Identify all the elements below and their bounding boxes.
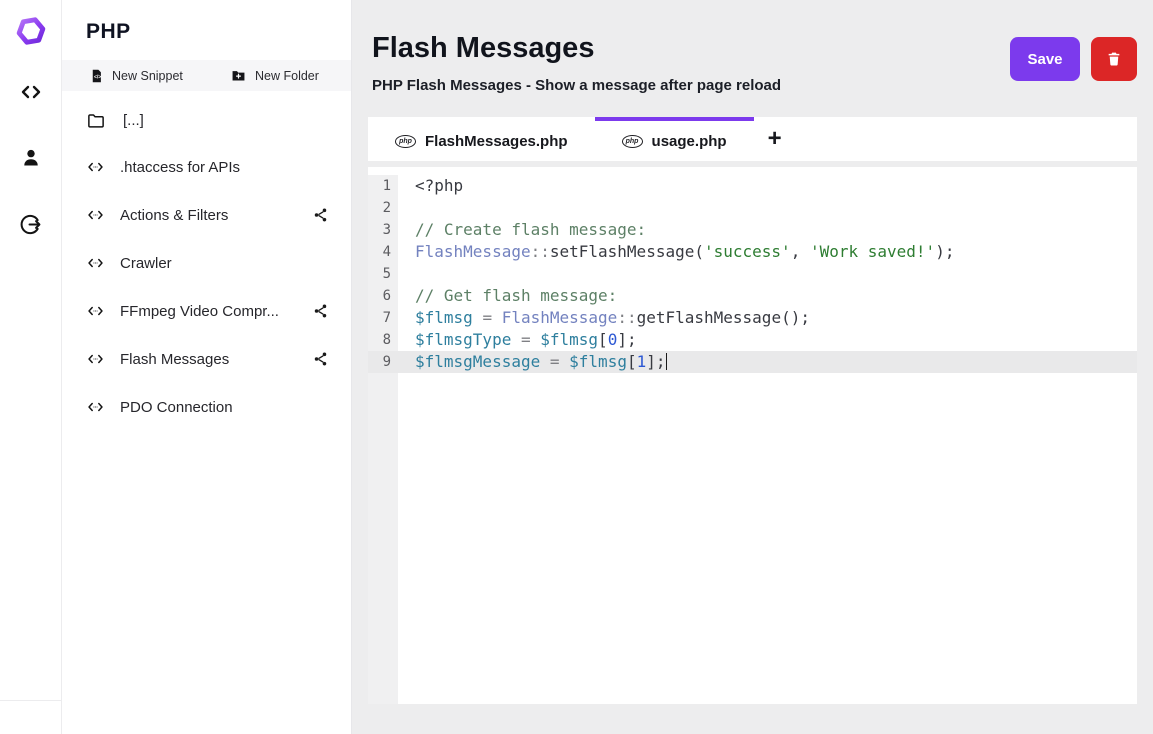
- code-text: $flmsg = FlashMessage::getFlashMessage()…: [415, 308, 810, 327]
- code-line[interactable]: 8 $flmsgType = $flmsg[0];: [368, 329, 1137, 351]
- code-snippet-icon: [85, 158, 106, 176]
- code-line[interactable]: 4 FlashMessage::setFlashMessage('success'…: [368, 241, 1137, 263]
- code-snippet-icon: [85, 398, 106, 416]
- logout-icon[interactable]: [18, 211, 44, 237]
- code-text: [398, 263, 415, 285]
- snippet-label: Flash Messages: [120, 350, 230, 368]
- sidebar-snippet-item[interactable]: .htaccess for APIs: [62, 143, 351, 191]
- add-tab-button[interactable]: +: [754, 117, 796, 161]
- php-icon: php: [621, 134, 643, 148]
- code-line[interactable]: 9 $flmsgMessage = $flmsg[1];: [368, 351, 1137, 373]
- code-line[interactable]: 6 // Get flash message:: [368, 285, 1137, 307]
- svg-text:</>: </>: [94, 74, 101, 80]
- delete-button[interactable]: [1091, 37, 1137, 81]
- sidebar: PHP </> New Snippet New Folder: [62, 0, 352, 734]
- share-icon[interactable]: [312, 350, 329, 368]
- new-folder-button[interactable]: New Folder: [210, 68, 351, 83]
- code-line[interactable]: 1 <?php: [368, 167, 1137, 197]
- code-snippet-icon: [85, 254, 106, 272]
- snippet-label: Crawler: [120, 254, 172, 272]
- sidebar-snippet-item[interactable]: PDO Connection: [62, 383, 351, 431]
- rail-footer: [0, 700, 62, 734]
- tab-usage.php[interactable]: php usage.php: [594, 117, 754, 161]
- code-snippet-icon: [85, 206, 106, 224]
- code-snippet-icon: [85, 302, 106, 320]
- user-icon[interactable]: [18, 145, 44, 171]
- trash-icon: [1106, 50, 1122, 68]
- page-subtitle: PHP Flash Messages - Show a message afte…: [372, 77, 782, 94]
- share-icon[interactable]: [312, 206, 329, 224]
- sidebar-actions-bar: </> New Snippet New Folder: [62, 60, 351, 91]
- tab-bar: php FlashMessages.php php usage.php +: [368, 117, 1137, 161]
- code-line[interactable]: 5: [368, 263, 1137, 285]
- code-line[interactable]: 2: [368, 197, 1137, 219]
- code-text: // Get flash message:: [415, 286, 618, 305]
- code-snippet-icon: [85, 350, 106, 368]
- snippet-label: .htaccess for APIs: [120, 158, 241, 176]
- sidebar-snippet-item[interactable]: Crawler: [62, 239, 351, 287]
- sidebar-snippet-item[interactable]: Flash Messages: [62, 335, 351, 383]
- snippet-label: Actions & Filters: [120, 206, 229, 224]
- new-folder-label: New Folder: [255, 68, 319, 83]
- main-header: Flash Messages PHP Flash Messages - Show…: [352, 0, 1153, 96]
- code-text: [398, 197, 415, 219]
- line-number: 1: [368, 175, 398, 197]
- snippet-label: FFmpeg Video Compr...: [120, 302, 279, 320]
- page-title: Flash Messages: [372, 32, 595, 64]
- save-button[interactable]: Save: [1010, 37, 1080, 81]
- app-logo-hexagon-icon[interactable]: [13, 13, 49, 49]
- new-snippet-button[interactable]: </> New Snippet: [62, 68, 210, 84]
- sidebar-snippet-item[interactable]: FFmpeg Video Compr...: [62, 287, 351, 335]
- tab-label: usage.php: [651, 132, 727, 150]
- tab-label: FlashMessages.php: [425, 132, 568, 150]
- tab-FlashMessages.php[interactable]: php FlashMessages.php: [368, 117, 595, 161]
- php-icon: php: [395, 134, 416, 148]
- sidebar-folder-title: PHP: [86, 20, 131, 43]
- code-text: FlashMessage::setFlashMessage('success',…: [415, 242, 955, 261]
- editor-empty-area[interactable]: [368, 373, 1137, 704]
- line-number: 9: [382, 354, 391, 370]
- share-icon[interactable]: [312, 302, 329, 320]
- gutter-filler: [368, 373, 398, 704]
- line-number: 8: [368, 329, 398, 351]
- snippet-label: PDO Connection: [120, 398, 233, 416]
- new-snippet-icon: </>: [89, 68, 104, 84]
- new-folder-icon: [230, 68, 247, 83]
- code-text: $flmsgType = $flmsg[0];: [415, 330, 637, 349]
- line-number: 4: [368, 241, 398, 263]
- main-content: Flash Messages PHP Flash Messages - Show…: [352, 0, 1153, 734]
- code-text: $flmsgMessage = $flmsg[1];: [415, 352, 667, 371]
- sidebar-snippet-item[interactable]: Actions & Filters: [62, 191, 351, 239]
- folder-label: [...]: [123, 111, 144, 129]
- line-number: 3: [368, 219, 398, 241]
- code-text: <?php: [415, 176, 464, 195]
- line-number: 2: [368, 197, 398, 219]
- icon-rail: [0, 0, 62, 734]
- code-icon[interactable]: [18, 79, 44, 105]
- code-line[interactable]: 3 // Create flash message:: [368, 219, 1137, 241]
- line-number: 7: [368, 307, 398, 329]
- text-cursor: [665, 353, 667, 370]
- line-number: 6: [368, 285, 398, 307]
- folder-icon: [85, 111, 107, 130]
- code-line[interactable]: 7 $flmsg = FlashMessage::getFlashMessage(…: [368, 307, 1137, 329]
- code-text: // Create flash message:: [415, 220, 647, 239]
- line-number: 5: [368, 263, 398, 285]
- sidebar-folder-item[interactable]: [...]: [62, 97, 351, 143]
- tabs-container: php FlashMessages.php php usage.php: [368, 117, 754, 161]
- new-snippet-label: New Snippet: [112, 68, 183, 83]
